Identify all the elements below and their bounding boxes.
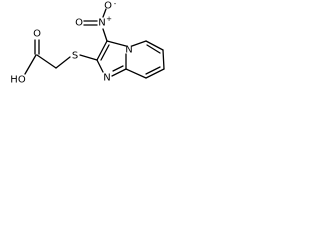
bond-c5-c6-inner bbox=[146, 44, 161, 54]
bond-n4-c5 bbox=[131, 40, 147, 47]
atom-ring-nitrogen-imine: N bbox=[103, 73, 110, 84]
atom-labels: O - N + O S O HO N N bbox=[10, 0, 132, 86]
bond-c-ch2 bbox=[36, 54, 57, 69]
bond-n1-c2 bbox=[96, 59, 104, 73]
bond-c5-c6 bbox=[145, 40, 164, 51]
bond-c6-c7 bbox=[162, 49, 165, 70]
bond-c8a-n1 bbox=[111, 68, 127, 77]
nitro-minus-charge: - bbox=[114, 0, 117, 8]
atom-nitro-oxygen-top: O bbox=[104, 1, 112, 12]
bond-lines bbox=[24, 8, 165, 79]
nitro-plus-charge: + bbox=[106, 15, 112, 23]
bond-c3-n4 bbox=[106, 40, 127, 47]
bond-c7-c8-inner bbox=[145, 66, 161, 75]
bond-s-c2 bbox=[79, 54, 98, 61]
bond-c-oh bbox=[24, 54, 37, 75]
atom-nitro-nitrogen: N bbox=[98, 18, 105, 29]
bond-c8-c8a bbox=[125, 68, 147, 79]
bond-ch2-s bbox=[55, 56, 71, 69]
bond-c7-c8 bbox=[145, 68, 165, 79]
bond-n-o-top bbox=[102, 8, 107, 18]
bond-c3-no2 bbox=[102, 28, 108, 42]
bond-c2-c3-inner bbox=[100, 44, 110, 61]
atom-acid-hydroxyl: HO bbox=[10, 75, 26, 86]
bond-c8a-n1-inner bbox=[112, 65, 124, 72]
atom-ring-nitrogen-bridge: N bbox=[125, 45, 132, 56]
atom-acid-oxygen: O bbox=[33, 29, 41, 40]
atom-nitro-oxygen-left: O bbox=[75, 18, 83, 29]
chemical-structure-diagram: O - N + O S O HO N N bbox=[10, 0, 165, 86]
atom-sulfur: S bbox=[72, 51, 78, 62]
bond-c2-c3 bbox=[96, 40, 108, 61]
